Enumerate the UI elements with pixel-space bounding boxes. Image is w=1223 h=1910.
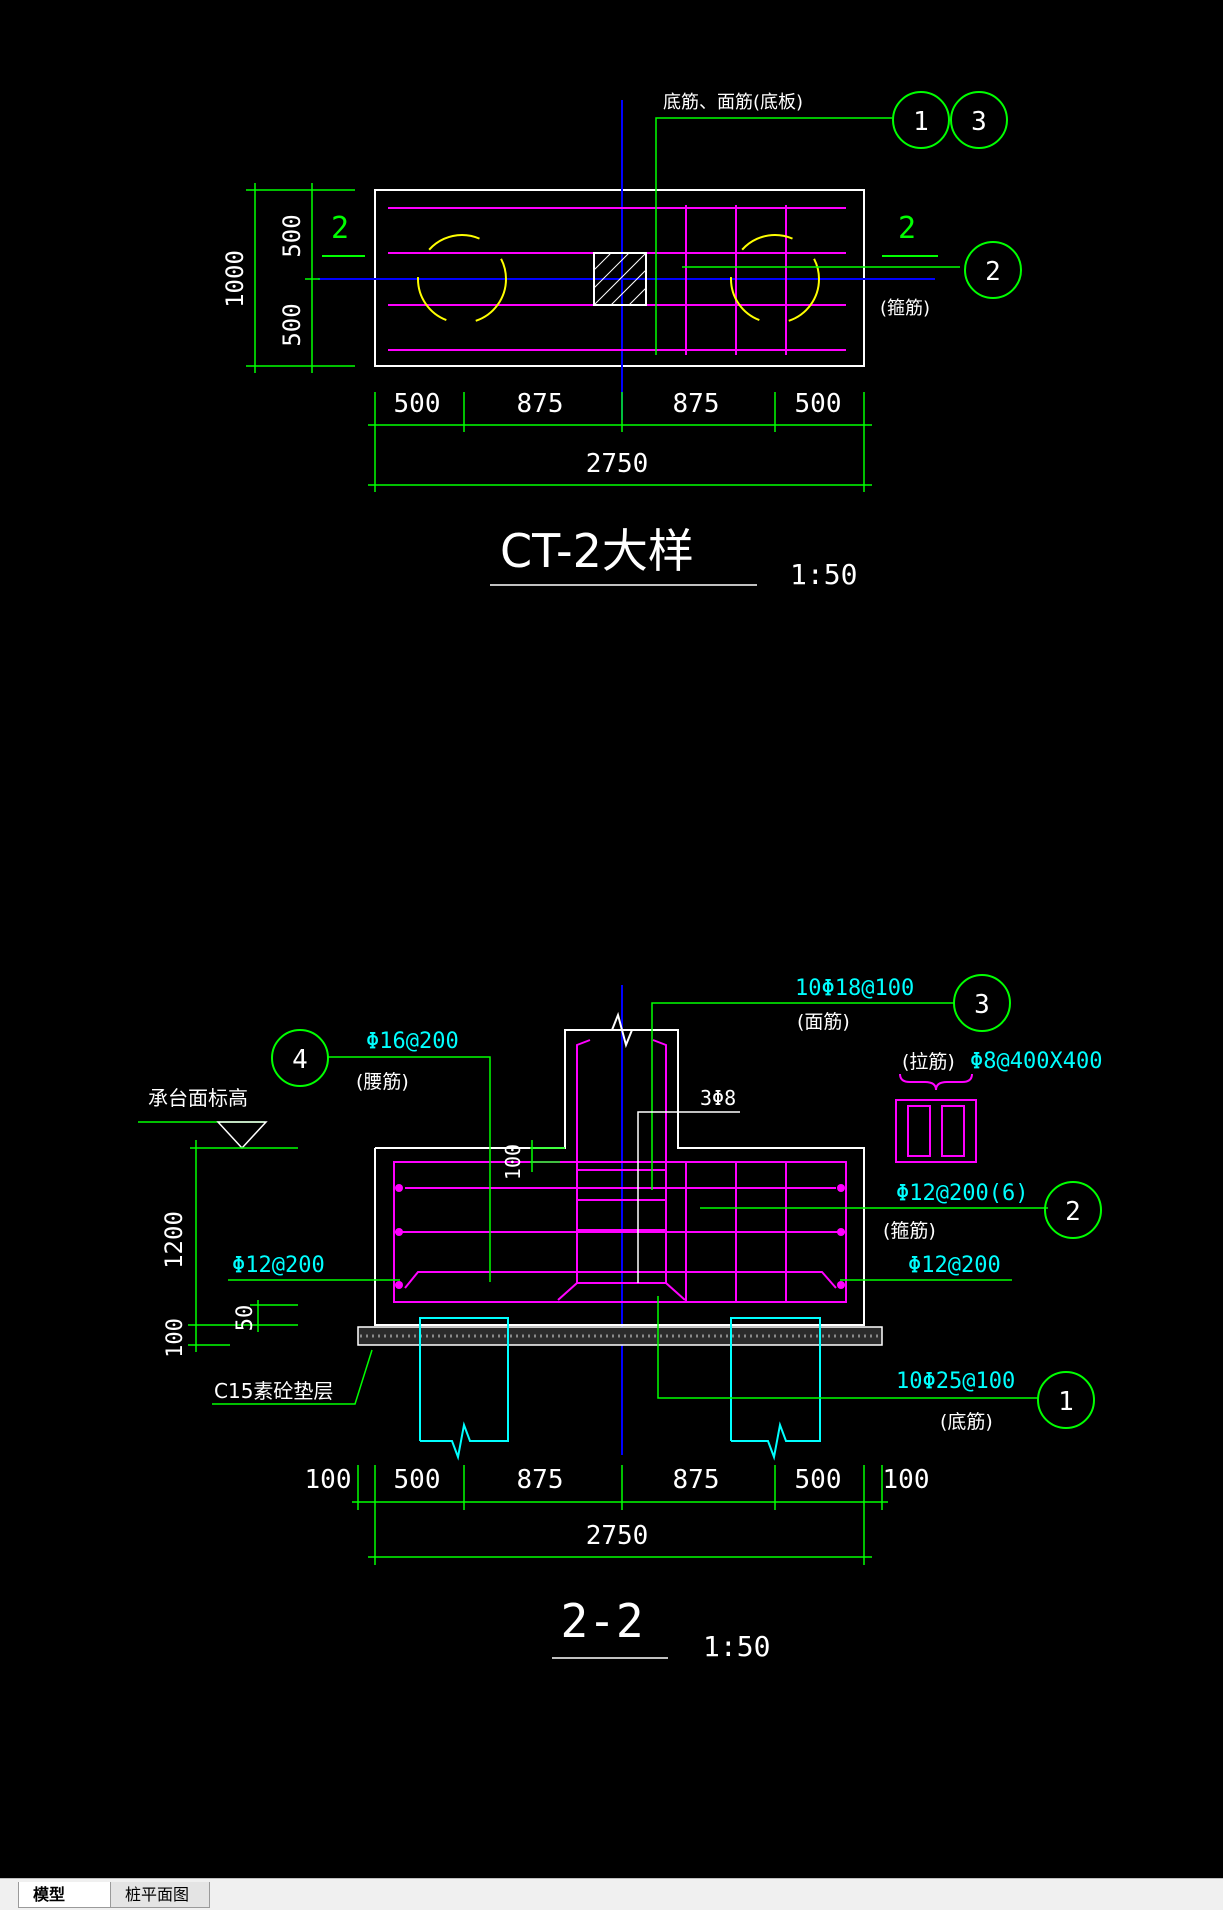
section-scale: 1:50	[703, 1630, 770, 1663]
plan-section-mark-right: 2	[898, 211, 916, 246]
section-title: 2-2	[560, 1594, 643, 1648]
section-cap-top-label: 承台面标高	[148, 1086, 248, 1110]
plan-title: CT-2大样	[500, 524, 694, 578]
plan-pile-right	[730, 234, 820, 324]
plan-leader-top	[655, 117, 892, 355]
section-tie-note: (拉筋)	[902, 1051, 955, 1073]
plan-dim-total-height: 1000	[221, 250, 249, 308]
section-tie-symbol	[907, 1105, 931, 1157]
plan-bubble-1	[892, 91, 950, 149]
layout-tab-bar: 模型 桩平面图	[0, 1878, 1223, 1910]
section-view: (拉筋) Φ8@400X400 3 10Φ18@100 (面筋) 4 Φ16@2…	[138, 974, 1102, 1663]
plan-bubble-3	[950, 91, 1008, 149]
plan-pile-left	[417, 234, 507, 324]
tab-model[interactable]: 模型	[18, 1882, 110, 1908]
section-tie-brace	[899, 1073, 973, 1091]
section-bubble-1	[1037, 1371, 1095, 1429]
section-leader-bottom	[657, 1296, 1038, 1399]
plan-scale: 1:50	[790, 558, 857, 591]
section-bottom-rebar: 10Φ25@100	[896, 1369, 1015, 1394]
section-dim-c1: 100	[305, 1465, 352, 1495]
section-bubble-4	[271, 1029, 329, 1087]
section-waist-rebar: Φ16@200	[366, 1029, 459, 1054]
plan-section-mark-left: 2	[331, 211, 349, 246]
section-dim-c6: 100	[883, 1465, 930, 1495]
section-leader-top	[651, 1002, 955, 1190]
plan-dim-b4: 500	[795, 389, 842, 419]
section-tie-symbol	[895, 1099, 977, 1163]
plan-bubble-3-label: 3	[971, 107, 987, 137]
plan-bubble-1-label: 1	[913, 107, 929, 137]
section-bubble-3-label: 3	[974, 990, 990, 1020]
plan-column-hatch	[593, 252, 612, 271]
section-elev-triangle	[216, 1121, 268, 1150]
section-side-rebar-right: Φ12@200	[908, 1253, 1001, 1278]
plan-bubble-2	[964, 241, 1022, 299]
section-leader-bedding	[212, 1349, 373, 1405]
section-dim-c3: 875	[517, 1465, 564, 1495]
section-dim-50: 50	[233, 1305, 258, 1332]
plan-dim-b1: 500	[394, 389, 441, 419]
section-rebar-bottom	[404, 1271, 837, 1289]
section-dim-c5: 500	[795, 1465, 842, 1495]
plan-bubble-2-label: 2	[985, 257, 1001, 287]
section-leader-waist	[328, 1056, 491, 1282]
section-top-rebar-note: (面筋)	[797, 1011, 850, 1033]
section-dim-c2: 500	[394, 1465, 441, 1495]
plan-stirrup-note: (箍筋)	[880, 298, 930, 319]
plan-column-hatch	[593, 252, 647, 306]
plan-column-hatch	[628, 287, 647, 306]
section-bubble-3	[953, 974, 1011, 1032]
section-dim-height: 1200	[160, 1211, 188, 1269]
section-bubble-2-label: 2	[1065, 1197, 1081, 1227]
plan-dim-b3: 875	[673, 389, 720, 419]
tab-pile-plan[interactable]: 桩平面图	[110, 1882, 210, 1908]
section-pile-right	[730, 1317, 821, 1461]
section-rebar-dot	[395, 1281, 403, 1289]
plan-view: 1 3 底筋、面筋(底板) 2 (箍筋) 2 2 1000 500 500 50…	[221, 91, 1022, 591]
plan-leader-top-label: 底筋、面筋(底板)	[663, 92, 803, 113]
section-column-bars: 3Φ8	[700, 1086, 736, 1110]
plan-column-hatch	[610, 269, 647, 306]
section-rebar-dot	[837, 1184, 845, 1192]
section-bubble-2	[1044, 1181, 1102, 1239]
section-pile-left	[419, 1317, 509, 1461]
section-top-rebar: 10Φ18@100	[795, 976, 914, 1001]
section-stirrup-note: (箍筋)	[883, 1220, 936, 1242]
section-dim-100-cover: 100	[501, 1144, 525, 1180]
section-dim-c4: 875	[673, 1465, 720, 1495]
section-rebar-dot	[395, 1228, 403, 1236]
section-dim-100: 100	[163, 1318, 188, 1358]
section-dim-total-width: 2750	[586, 1521, 649, 1551]
section-bedding-label: C15素砼垫层	[214, 1379, 333, 1403]
plan-dim-b2: 875	[517, 389, 564, 419]
section-tie-rebar: Φ8@400X400	[970, 1049, 1102, 1074]
section-column-bar	[652, 1039, 686, 1301]
plan-dim-upper: 500	[278, 214, 306, 257]
section-column-break	[565, 1011, 678, 1049]
section-bottom-rebar-note: (底筋)	[940, 1411, 993, 1433]
section-bubble-4-label: 4	[292, 1045, 308, 1075]
section-cap-outline	[374, 1029, 865, 1326]
section-rebar-dot	[837, 1281, 845, 1289]
section-rebar-dot	[395, 1184, 403, 1192]
section-bubble-1-label: 1	[1058, 1387, 1074, 1417]
plan-column-hatch	[593, 252, 630, 289]
plan-dim-total-width: 2750	[586, 449, 649, 479]
section-tie-symbol	[941, 1105, 965, 1157]
section-side-rebar-left: Φ12@200	[232, 1253, 325, 1278]
section-rebar-dot	[837, 1228, 845, 1236]
section-waist-rebar-note: (腰筋)	[356, 1071, 409, 1093]
section-stirrup-rebar: Φ12@200(6)	[896, 1181, 1028, 1206]
section-column-bar	[557, 1039, 591, 1301]
section-leader-column	[637, 1111, 740, 1283]
plan-dim-lower: 500	[278, 303, 306, 346]
plan-column	[593, 252, 647, 306]
